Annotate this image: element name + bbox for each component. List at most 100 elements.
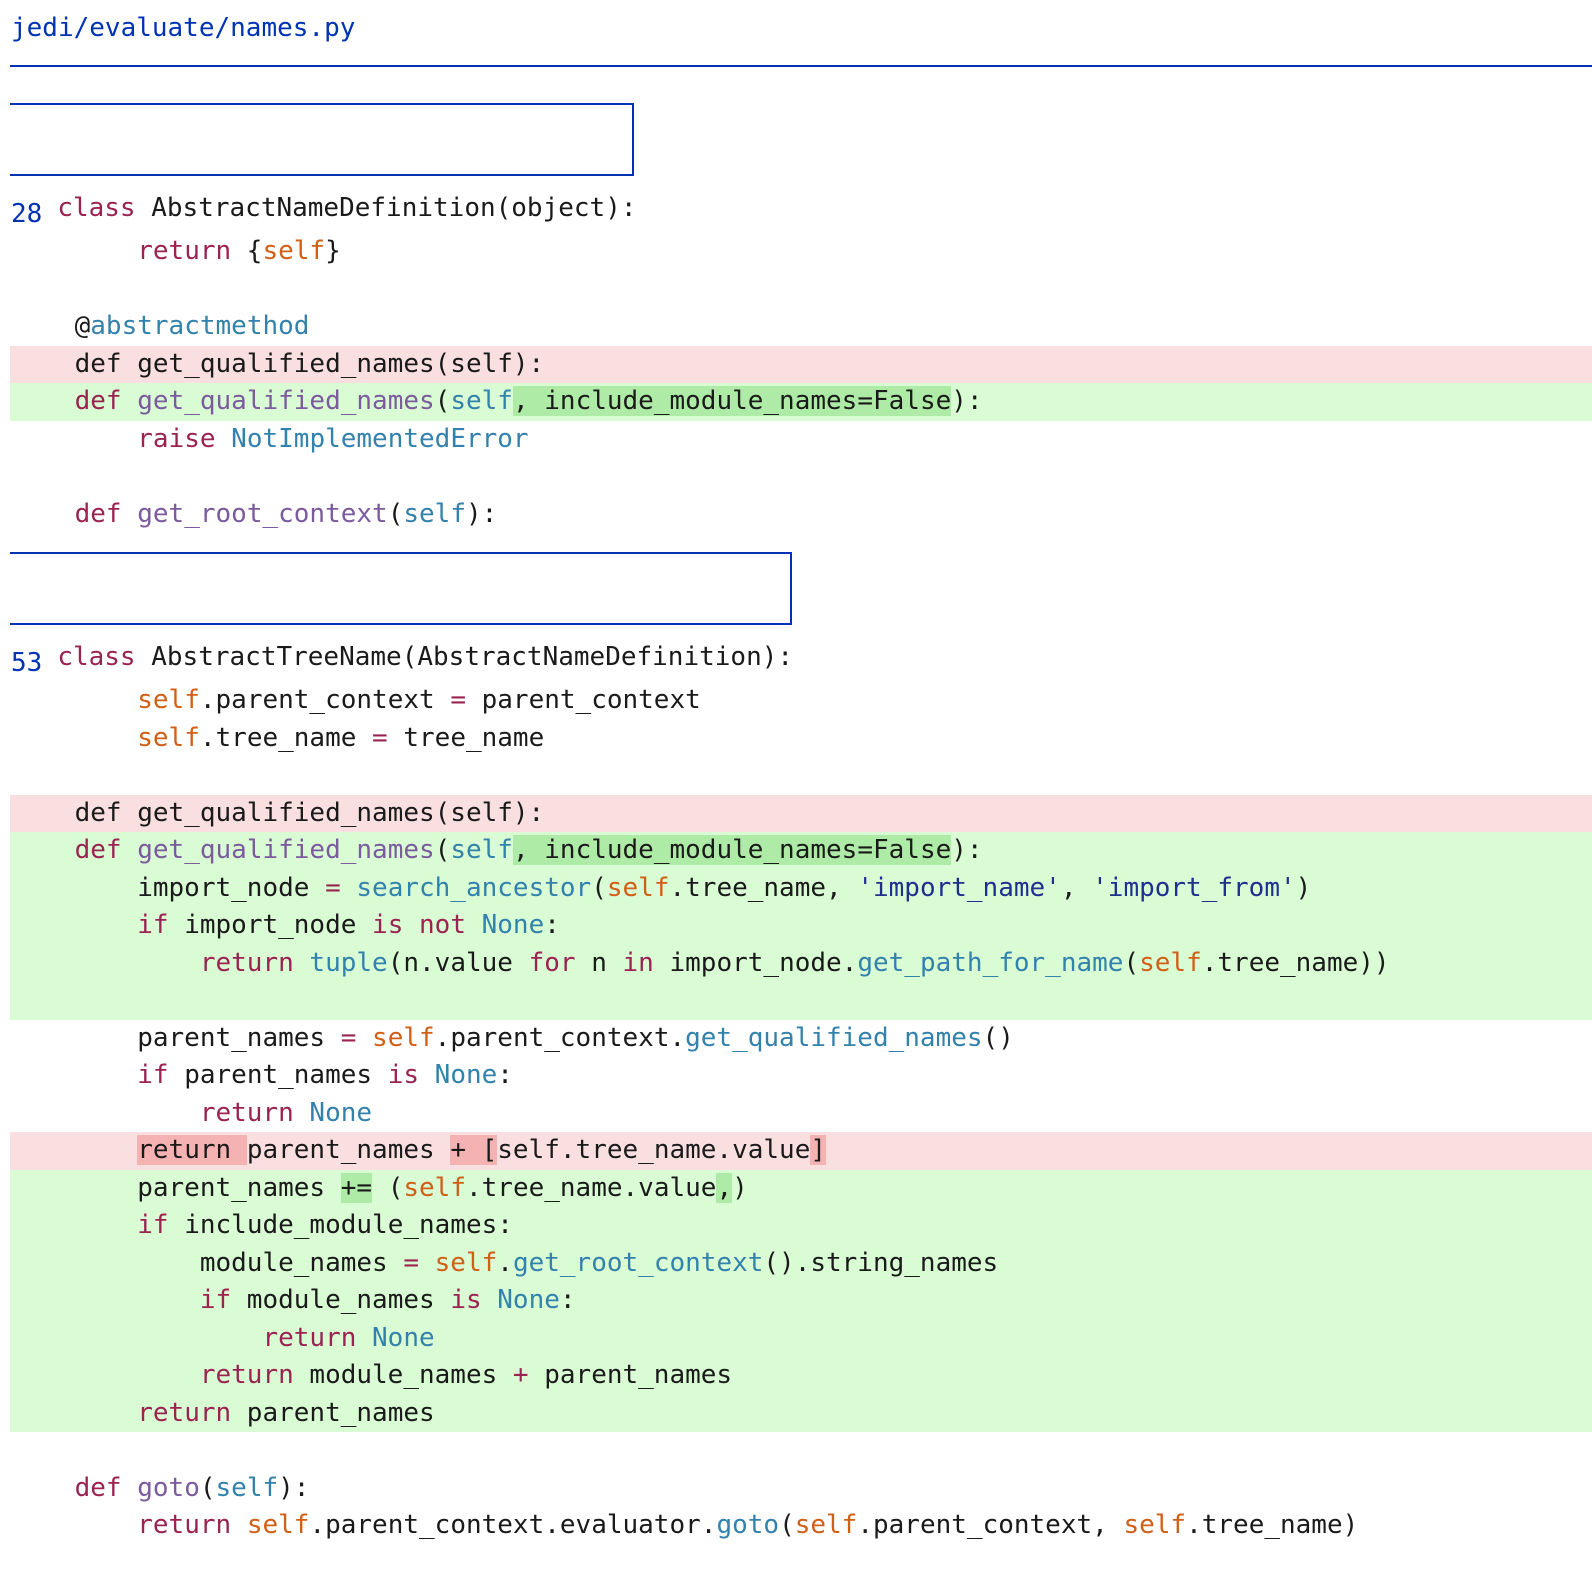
code-token (419, 1060, 435, 1090)
code-token: self (450, 835, 513, 865)
code-token: module_names (294, 1360, 513, 1390)
code-token (12, 1435, 28, 1465)
code-token: if (137, 1210, 168, 1240)
code-token: def get_qualified_names(self): (12, 798, 544, 828)
code-token: import_node. (654, 948, 858, 978)
code-token (12, 424, 137, 454)
code-token: parent_names (12, 1173, 341, 1203)
deleted-line: def get_qualified_names(self): (10, 795, 1592, 833)
code-token: ().string_names (763, 1248, 998, 1278)
deleted-line: return parent_names + [self.tree_name.va… (10, 1132, 1592, 1170)
added-line: def get_qualified_names(self, include_mo… (10, 832, 1592, 870)
code-token: .tree_name)) (1202, 948, 1390, 978)
code-token: . (497, 1248, 513, 1278)
code-token: return (137, 1510, 231, 1540)
code-token: is (450, 1285, 481, 1315)
code-token: ) (732, 1173, 748, 1203)
code-token: .tree_name) (1186, 1510, 1358, 1540)
context-line (10, 1432, 1592, 1470)
hunk-line-number[interactable]: 28 (11, 196, 42, 232)
code-token: self.tree_name.value (497, 1135, 810, 1165)
added-line: parent_names += (self.tree_name.value,) (10, 1170, 1592, 1208)
code-token (419, 1248, 435, 1278)
code-token (12, 985, 28, 1015)
class-signature: AbstractTreeName(AbstractNameDefinition)… (136, 642, 793, 672)
code-token (12, 1323, 262, 1353)
code-token (294, 948, 310, 978)
header-divider (10, 65, 1592, 67)
code-token (482, 1285, 498, 1315)
code-token: ( (435, 835, 451, 865)
code-token: parent_names (12, 1023, 341, 1053)
code-token: ): (951, 386, 982, 416)
code-token (12, 461, 28, 491)
code-token: parent_names (247, 1135, 451, 1165)
code-token: ): (278, 1473, 309, 1503)
code-token: import_node (12, 873, 325, 903)
code-token: self (607, 873, 670, 903)
code-token: get_root_context (137, 499, 387, 529)
code-token: self (403, 499, 466, 529)
added-line: module_names = self.get_root_context().s… (10, 1245, 1592, 1283)
code-token: None (435, 1060, 498, 1090)
code-token: NotImplementedError (231, 424, 528, 454)
code-token: for (529, 948, 576, 978)
code-token: , include_module_names=False (513, 835, 951, 865)
code-token: def (75, 835, 122, 865)
code-token: search_ancestor (356, 873, 591, 903)
code-token: @ (12, 311, 90, 341)
code-token (122, 499, 138, 529)
code-token: tuple (309, 948, 387, 978)
code-token (12, 1473, 75, 1503)
code-token (231, 1510, 247, 1540)
code-token: include_module_names: (169, 1210, 513, 1240)
hunk-line-number[interactable]: 53 (11, 645, 42, 681)
code-token: return (262, 1323, 356, 1353)
code-token: get_qualified_names (137, 835, 434, 865)
added-line: if import_node is not None: (10, 907, 1592, 945)
code-token (216, 424, 232, 454)
code-token (12, 910, 137, 940)
code-token (12, 1285, 200, 1315)
code-token: is not (372, 910, 466, 940)
code-token: None (497, 1285, 560, 1315)
code-token: ( (591, 873, 607, 903)
code-token (12, 760, 28, 790)
code-token: get_root_context (513, 1248, 763, 1278)
code-token (12, 948, 200, 978)
code-token: ( (388, 499, 404, 529)
context-line: self.parent_context = parent_context (10, 682, 1592, 720)
code-token: tree_name (388, 723, 545, 753)
added-line: if module_names is None: (10, 1282, 1592, 1320)
code-token (12, 274, 28, 304)
code-token: , (1061, 873, 1092, 903)
added-line (10, 982, 1592, 1020)
added-line: return None (10, 1320, 1592, 1358)
code-token: ): (951, 835, 982, 865)
code-token: () (983, 1023, 1014, 1053)
code-token: self (403, 1173, 466, 1203)
context-line: self.tree_name = tree_name (10, 720, 1592, 758)
code-token (12, 835, 75, 865)
code-block: return {self} @abstractmethod def get_qu… (10, 233, 1592, 533)
code-token: = (325, 873, 341, 903)
code-token: abstractmethod (90, 311, 309, 341)
added-line: return parent_names (10, 1395, 1592, 1433)
code-token: .tree_name.value (466, 1173, 716, 1203)
code-token (12, 236, 137, 266)
code-token: self (372, 1023, 435, 1053)
code-token: .parent_context, (857, 1510, 1123, 1540)
code-token: .parent_context.evaluator. (309, 1510, 716, 1540)
code-token: self (216, 1473, 279, 1503)
code-token: self (1139, 948, 1202, 978)
added-line: return module_names + parent_names (10, 1357, 1592, 1395)
context-line: def goto(self): (10, 1470, 1592, 1508)
code-token: raise (137, 424, 215, 454)
code-token: .tree_name (200, 723, 372, 753)
code-token: get_qualified_names (685, 1023, 982, 1053)
code-token: get_path_for_name (857, 948, 1123, 978)
code-token: import_node (169, 910, 373, 940)
context-line: if parent_names is None: (10, 1057, 1592, 1095)
context-line: return None (10, 1095, 1592, 1133)
file-path-link[interactable]: jedi/evaluate/names.py (11, 10, 355, 46)
